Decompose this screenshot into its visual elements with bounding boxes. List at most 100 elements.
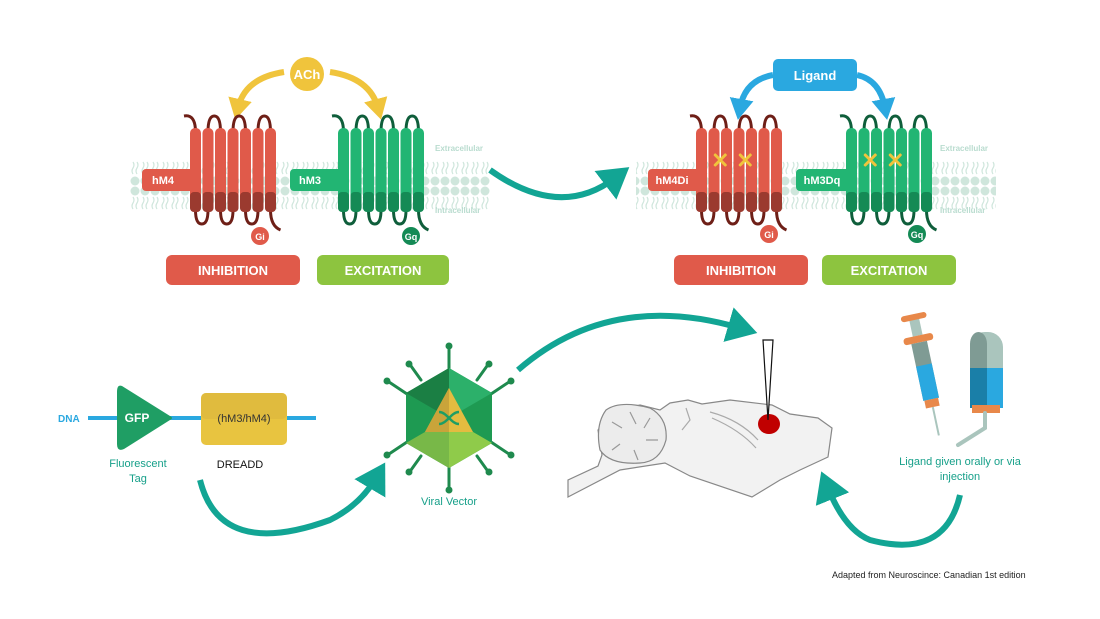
extracellular-label: Extracellular [435, 144, 483, 153]
transmembrane-helix-base [265, 192, 276, 212]
transmembrane-helix-base [883, 192, 895, 212]
transmembrane-helix-base [190, 192, 201, 212]
extracellular-loop [862, 114, 878, 133]
transmembrane-helix-base [846, 192, 857, 212]
transmembrane-helix [400, 128, 412, 212]
hm4-label: hM4 [152, 175, 175, 187]
injection-pipette [762, 339, 774, 421]
transmembrane-helix [896, 128, 907, 212]
transmembrane-helix-base [721, 192, 732, 212]
extracellular-loop [206, 114, 222, 133]
transmembrane-helix [921, 128, 932, 212]
transmembrane-helix [227, 128, 239, 212]
mutation-mark-icon [738, 153, 752, 167]
transmembrane-helix-base [363, 192, 374, 212]
transmembrane-helix [388, 128, 399, 212]
ligand-box [773, 59, 857, 91]
hm3dq-tail [796, 169, 850, 191]
intracellular-loop [219, 209, 235, 226]
hm3-tail [290, 169, 342, 191]
gi-label: Gi [764, 230, 774, 240]
gi-label: Gi [255, 232, 265, 242]
extracellular-loop [762, 114, 778, 133]
transmembrane-helix [746, 128, 757, 212]
mutation-mark-icon [888, 153, 902, 167]
intracellular-loop [342, 209, 358, 226]
hm3dq-receptor [839, 114, 938, 232]
transmembrane-helix [846, 128, 857, 212]
inhibition-label: INHIBITION [198, 263, 268, 278]
ach-label: ACh [294, 67, 321, 82]
transmembrane-helix-base [771, 192, 782, 212]
transmembrane-helix-base [733, 192, 745, 212]
intracellular-loop [725, 209, 741, 226]
transmembrane-helix [350, 128, 362, 212]
transmembrane-helix [771, 128, 782, 212]
construct-to-vector-arrow [197, 462, 386, 537]
transmembrane-helix [240, 128, 251, 212]
hm3dq-label: hM3Dq [804, 175, 841, 187]
intracellular-loop [900, 209, 916, 226]
transmembrane-helix [733, 128, 745, 212]
intracellular-label: Intracellular [940, 206, 985, 215]
transmembrane-helix-base [746, 192, 757, 212]
intracellular-loop [850, 209, 866, 226]
transmembrane-helix-base [896, 192, 907, 212]
transmembrane-helix [202, 128, 214, 212]
transmembrane-helix-base [921, 192, 932, 212]
hm4di-label: hM4Di [656, 175, 689, 187]
extracellular-loop [737, 114, 753, 133]
transmembrane-helix-base [696, 192, 707, 212]
transmembrane-helix-base [240, 192, 251, 212]
hm4di-tail [648, 169, 700, 191]
extracellular-loop [379, 114, 395, 133]
dreadd-gene-shade [201, 393, 287, 419]
extracellular-label: Extracellular [940, 144, 988, 153]
transmembrane-helix-base [388, 192, 399, 212]
intracellular-loop [875, 209, 891, 226]
transmembrane-helix-base [375, 192, 387, 212]
ach-arrow-right [329, 69, 388, 120]
intracellular-loop [194, 209, 210, 226]
dreadd-gene-label: (hM3/hM4) [217, 413, 270, 425]
viral-vector-icon [383, 342, 515, 494]
transmembrane-helix-base [908, 192, 920, 212]
transmembrane-helix [908, 128, 920, 212]
transmembrane-helix [696, 128, 707, 212]
ligand-label: Ligand [794, 68, 837, 83]
transmembrane-helix [215, 128, 226, 212]
hm4-tail [142, 169, 194, 191]
transmembrane-helix [858, 128, 870, 212]
gq-protein [402, 227, 420, 245]
syringe-icon [900, 312, 940, 436]
ligand-to-brain-arrow [815, 471, 963, 548]
transmembrane-helix [413, 128, 424, 212]
intracellular-loop [244, 209, 260, 226]
transmembrane-helix [721, 128, 732, 212]
mutation-mark-icon [863, 153, 877, 167]
membrane [936, 153, 996, 215]
injection-target [758, 414, 780, 434]
transmembrane-helix-base [227, 192, 239, 212]
ach-arrow-left [228, 69, 285, 120]
hm3-label: hM3 [299, 175, 321, 187]
hm4di-receptor [689, 114, 788, 232]
transmembrane-helix [265, 128, 276, 212]
transmembrane-helix [338, 128, 349, 212]
transmembrane-helix-base [338, 192, 349, 212]
mouse-brain-icon [567, 399, 833, 498]
c-terminus [269, 209, 282, 232]
delivery-caption: Ligand given orally or via [899, 456, 1022, 468]
delivery-caption: injection [940, 471, 980, 483]
inhibition-badge [674, 255, 808, 285]
intracellular-loop [700, 209, 716, 226]
ligand-arrow-left [729, 72, 774, 120]
transmembrane-helix [758, 128, 770, 212]
transmembrane-helix [871, 128, 882, 212]
inhibition-badge [166, 255, 300, 285]
intracellular-loop [750, 209, 766, 226]
excitation-label: EXCITATION [345, 263, 422, 278]
transmembrane-helix [252, 128, 264, 212]
dna-label: DNA [58, 414, 80, 425]
intracellular-loop [392, 209, 408, 226]
